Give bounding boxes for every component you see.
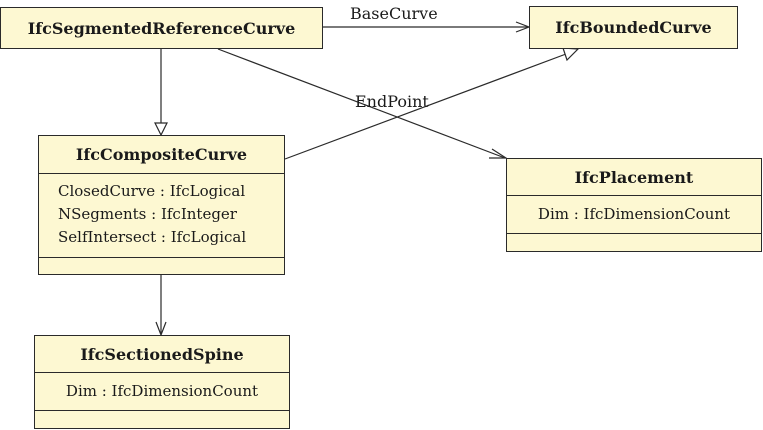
operation-compartment (35, 410, 289, 428)
class-name: IfcPlacement (574, 167, 694, 187)
class-name: IfcBoundedCurve (555, 18, 712, 37)
class-name: IfcSectionedSpine (80, 344, 244, 364)
edge-base-curve (323, 21, 531, 33)
edge-label-end-point: EndPoint (355, 92, 429, 111)
class-name: IfcSegmentedReferenceCurve (27, 18, 296, 38)
operation-compartment (507, 233, 761, 251)
operation-compartment (39, 257, 284, 274)
edge-composite-to-sectioned-spine (155, 275, 167, 337)
class-ifc-sectioned-spine[interactable]: IfcSectionedSpine Dim : IfcDimensionCoun… (34, 335, 290, 429)
attribute-compartment: ClosedCurve : IfcLogical NSegments : Ifc… (39, 173, 284, 257)
attribute-n-segments: NSegments : IfcInteger (58, 205, 237, 223)
edge-generalization-composite-to-bounded (284, 47, 580, 160)
edge-generalization-segmented-to-composite (154, 49, 168, 137)
class-ifc-segmented-reference-curve[interactable]: IfcSegmentedReferenceCurve (0, 7, 323, 49)
attribute-closed-curve: ClosedCurve : IfcLogical (58, 182, 246, 200)
attribute-dim: Dim : IfcDimensionCount (537, 205, 731, 223)
class-ifc-bounded-curve[interactable]: IfcBoundedCurve (529, 6, 738, 49)
class-ifc-composite-curve[interactable]: IfcCompositeCurve ClosedCurve : IfcLogic… (38, 135, 285, 275)
attribute-compartment: Dim : IfcDimensionCount (507, 195, 761, 233)
attribute-dim: Dim : IfcDimensionCount (65, 382, 259, 400)
class-ifc-placement[interactable]: IfcPlacement Dim : IfcDimensionCount (506, 158, 762, 252)
class-name: IfcCompositeCurve (75, 145, 248, 164)
edge-label-base-curve: BaseCurve (350, 4, 438, 23)
attribute-self-intersect: SelfIntersect : IfcLogical (58, 228, 247, 246)
attribute-compartment: Dim : IfcDimensionCount (35, 372, 289, 410)
